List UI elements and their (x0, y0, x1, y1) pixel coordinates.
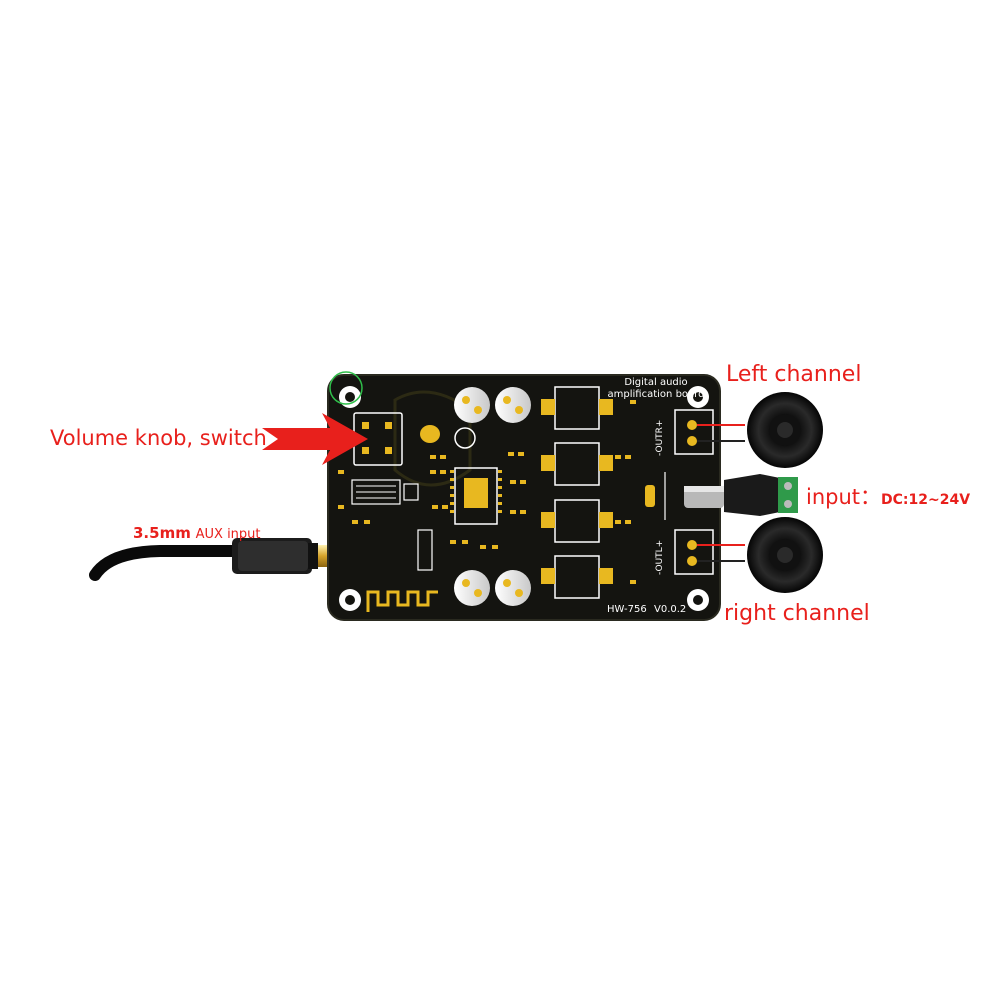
board-model: HW-756 (607, 604, 647, 615)
input-prefix: input： (806, 485, 882, 509)
volume-arrow (262, 413, 368, 465)
bluetooth-chip (351, 479, 433, 571)
board-version: V0.0.2 (654, 604, 686, 615)
left-channel-label: Left channel (726, 362, 862, 387)
terminal-l-label: -OUTL+ (655, 540, 665, 575)
amplifier-chip (450, 467, 502, 525)
dc-power-jack (684, 474, 798, 516)
mounting-holes (339, 386, 709, 611)
volume-knob-label: Volume knob, switch (50, 426, 267, 450)
amplifier-board (327, 371, 721, 621)
output-inductors (541, 386, 613, 599)
smd-pads (338, 400, 636, 584)
left-speaker (747, 392, 823, 468)
aux-text: AUX input (195, 527, 261, 542)
terminal-r-label: -OUTR+ (655, 420, 665, 456)
electrolytic-capacitors (420, 387, 531, 606)
speaker-wires (697, 424, 745, 562)
right-speaker (747, 517, 823, 593)
pcb-antenna (366, 590, 438, 612)
power-input-label: input：DC:12~24V (806, 481, 970, 511)
input-voltage: DC:12~24V (881, 492, 971, 508)
aux-size: 3.5mm (133, 524, 191, 542)
board-title-line2: amplification board (608, 389, 705, 400)
board-title-line1: Digital audio (624, 377, 687, 388)
terminal-right-out (674, 409, 714, 455)
aux-input-label: 3.5mm AUX input (133, 524, 261, 542)
right-channel-label: right channel (724, 601, 870, 626)
terminal-left-out (674, 529, 714, 575)
